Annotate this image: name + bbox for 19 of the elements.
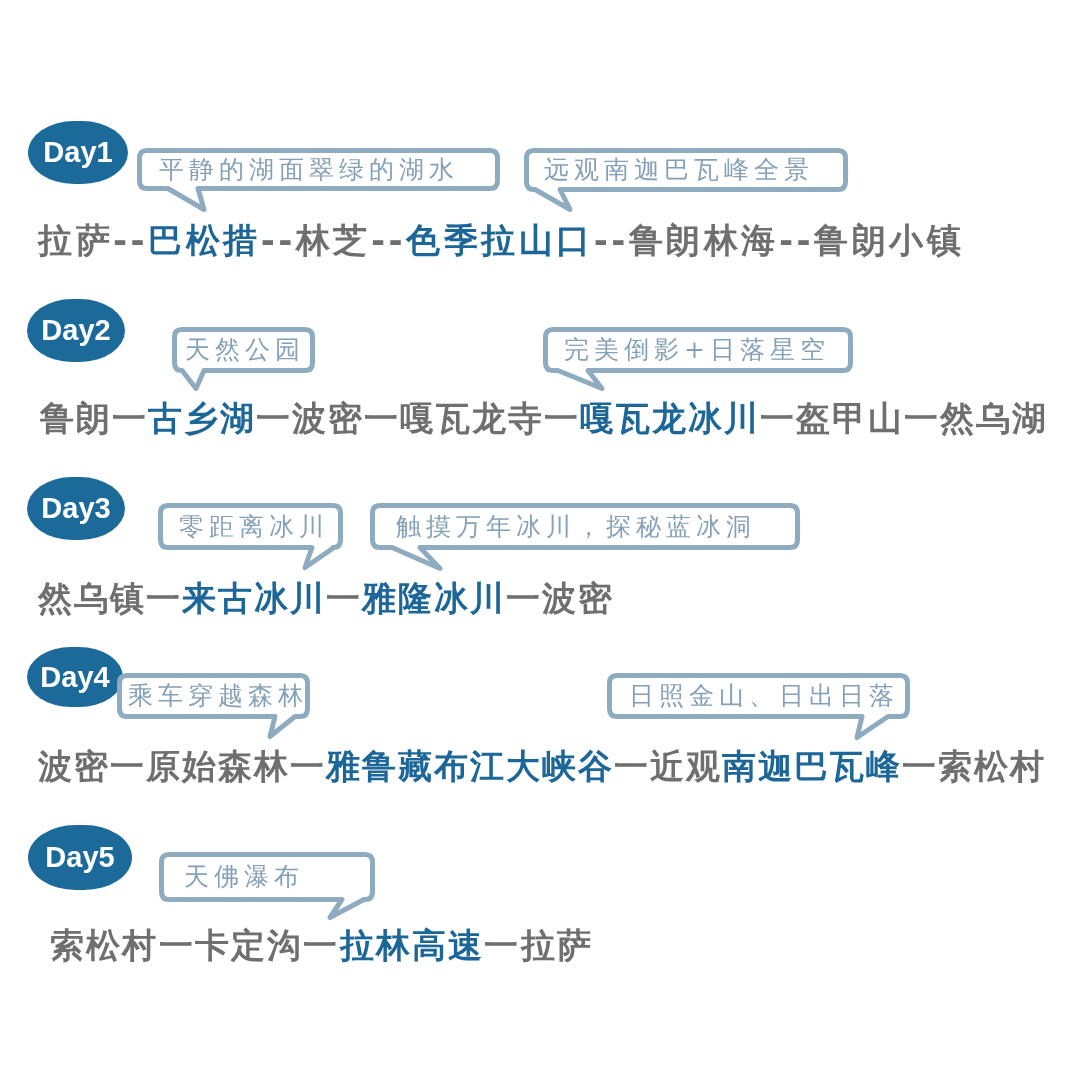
speech-bubble: 天佛瀑布	[159, 852, 375, 920]
speech-bubble: 完美倒影+日落星空	[543, 327, 853, 391]
route-text: 然乌镇一来古冰川一雅隆冰川一波密	[38, 581, 614, 615]
speech-bubble: 日照金山、日出日落	[607, 673, 910, 740]
route-text: 索松村一卡定沟一拉林高速一拉萨	[50, 928, 594, 962]
speech-bubble: 远观南迦巴瓦峰全景	[524, 148, 848, 212]
day-badge: Day1	[28, 121, 128, 184]
day-badge: Day2	[27, 299, 125, 362]
speech-bubble: 触摸万年冰川，探秘蓝冰洞	[370, 503, 800, 571]
speech-bubble: 零距离冰川	[158, 503, 343, 570]
day-badge: Day3	[27, 477, 125, 540]
route-text: 鲁朗一古乡湖一波密一嘎瓦龙寺一嘎瓦龙冰川一盔甲山一然乌湖	[40, 401, 1048, 435]
speech-bubble: 天然公园	[172, 327, 315, 391]
day-badge: Day4	[27, 647, 123, 707]
speech-bubble: 平静的湖面翠绿的湖水	[137, 148, 500, 212]
day-badge: Day5	[28, 825, 132, 890]
speech-bubble: 乘车穿越森林	[117, 673, 310, 739]
route-text: 拉萨--巴松措--林芝--色季拉山口--鲁朗林海--鲁朗小镇	[38, 223, 965, 257]
route-text: 波密一原始森林一雅鲁藏布江大峡谷一近观南迦巴瓦峰一索松村	[38, 749, 1046, 783]
